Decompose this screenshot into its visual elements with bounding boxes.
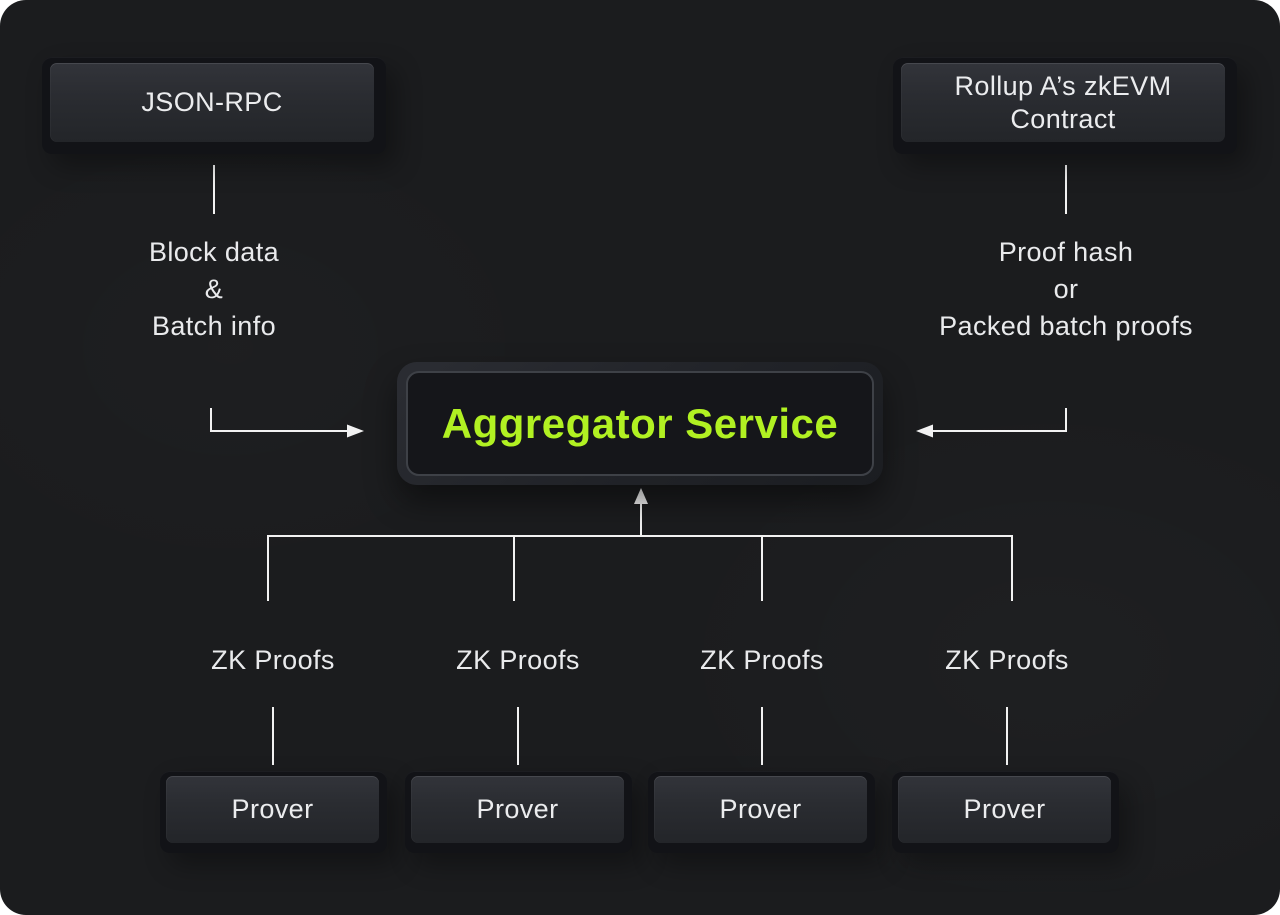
prover-link-lines — [272, 707, 1008, 765]
aggregator-label: Aggregator Service — [441, 399, 839, 447]
json-rpc-panel: JSON-RPC — [50, 63, 374, 142]
prover-node-2: Prover — [405, 771, 632, 853]
left-flow-note-line2: & — [204, 274, 224, 304]
zk-proofs-label-2: ZK Proofs — [456, 645, 580, 675]
rollup-contract-panel: Rollup A’s zkEVM Contract — [901, 63, 1225, 142]
json-rpc-label: JSON-RPC — [141, 87, 283, 117]
prover-node-4: Prover — [892, 771, 1119, 853]
right-elbow-arrow-line — [932, 408, 1067, 432]
prover-label-3: Prover — [719, 794, 802, 824]
prover-panel-1: Prover — [166, 776, 379, 843]
zk-proofs-label-4: ZK Proofs — [945, 645, 1069, 675]
right-flow-note: Proof hash or Packed batch proofs — [939, 234, 1193, 345]
left-arrowhead — [347, 424, 364, 438]
up-arrowhead — [634, 488, 648, 504]
right-flow-note-line3: Packed batch proofs — [939, 311, 1193, 341]
rollup-contract-label-line1: Rollup A’s zkEVM — [954, 70, 1172, 101]
prover-label-2: Prover — [476, 794, 559, 824]
prover-panel-4: Prover — [898, 776, 1111, 843]
aggregator-panel: Aggregator Service — [406, 371, 874, 476]
left-flow-note-line3: Batch info — [151, 311, 277, 341]
prover-label-1: Prover — [231, 794, 314, 824]
rollup-contract-node: Rollup A’s zkEVM Contract — [893, 57, 1237, 154]
left-flow-note-line1: Block data — [148, 237, 280, 267]
left-elbow-arrow-line — [210, 408, 348, 432]
prover-panel-2: Prover — [411, 776, 624, 843]
prover-node-1: Prover — [160, 771, 387, 853]
right-flow-note-line2: or — [1053, 274, 1079, 304]
right-arrowhead — [916, 424, 933, 438]
prover-label-4: Prover — [963, 794, 1046, 824]
rollup-contract-label-line2: Contract — [1010, 103, 1116, 134]
aggregator-node: Aggregator Service — [397, 362, 883, 485]
right-flow-note-line1: Proof hash — [998, 237, 1134, 267]
json-rpc-node: JSON-RPC — [42, 57, 386, 154]
prover-node-3: Prover — [648, 771, 875, 853]
zk-proofs-label-1: ZK Proofs — [211, 645, 335, 675]
prover-panel-3: Prover — [654, 776, 867, 843]
tree-line — [267, 535, 1013, 601]
left-flow-note: Block data & Batch info — [149, 234, 279, 345]
zk-proofs-label-3: ZK Proofs — [700, 645, 824, 675]
